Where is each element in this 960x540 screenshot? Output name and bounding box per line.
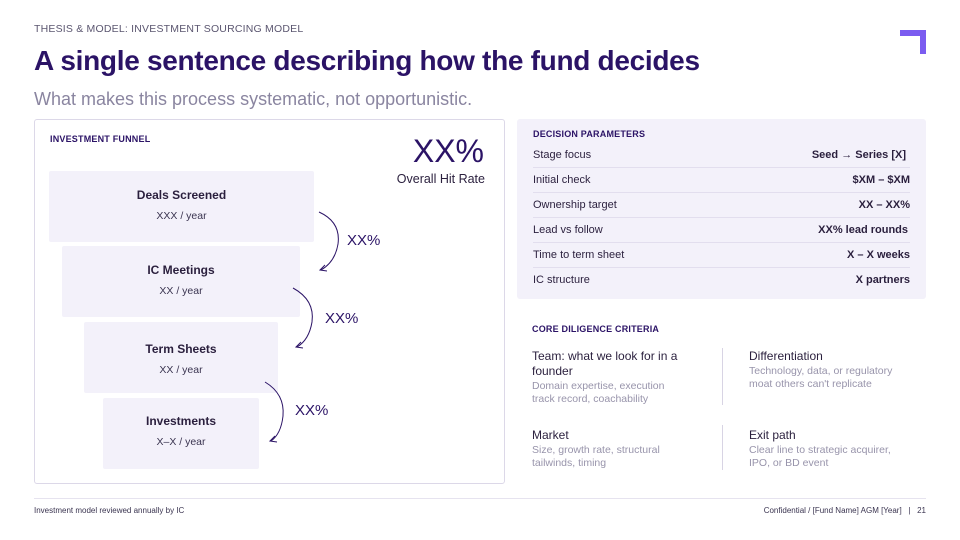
brand-logo-icon [900, 30, 926, 54]
param-key: IC structure [533, 274, 590, 286]
stage-volume: X–X / year [156, 436, 206, 448]
funnel-stage-deals-screened: Deals Screened XXX / year [49, 171, 314, 242]
param-value: $XM – $XM [852, 174, 910, 186]
investment-funnel-panel: INVESTMENT FUNNEL XX% Overall Hit Rate D… [34, 119, 505, 484]
page-title: A single sentence describing how the fun… [34, 45, 700, 76]
hit-rate-label: Overall Hit Rate [396, 172, 485, 186]
stage-title: Term Sheets [145, 342, 217, 356]
param-key: Lead vs follow [533, 224, 603, 236]
conversion-rate-1: XX% [347, 232, 381, 249]
stage-volume: XX / year [159, 285, 203, 297]
criterion-market: Market Size, growth rate, structural tai… [532, 428, 682, 470]
arrow-1-icon [318, 211, 339, 271]
stage-title: Deals Screened [136, 188, 227, 202]
footer-confidential: Confidential / [Fund Name] AGM [Year] | … [763, 506, 926, 515]
hit-rate-value: XX% [412, 133, 484, 169]
criterion-title: Team: what we look for in a founder [532, 349, 678, 378]
criterion-title: Differentiation [749, 349, 823, 363]
funnel-stage-term-sheets: Term Sheets XX / year [84, 322, 278, 393]
param-key: Ownership target [533, 199, 617, 211]
footer-note: Investment model reviewed annually by IC [34, 506, 185, 515]
funnel-stage-investments: Investments X–X / year [103, 398, 259, 469]
criterion-desc: Size, growth rate, structural tailwinds,… [532, 444, 660, 469]
criterion-title: Market [532, 428, 569, 442]
stage-title: Investments [145, 414, 217, 428]
param-row: Stage focus Seed → Series [X] [533, 143, 910, 168]
param-row: Initial check $XM – $XM [533, 168, 910, 193]
criterion-desc: Domain expertise, execution track record… [532, 380, 665, 405]
param-key: Stage focus [533, 149, 592, 161]
funnel-stage-ic-meetings: IC Meetings XX / year [62, 246, 300, 317]
arrow-2-head-icon [294, 341, 304, 349]
param-key: Time to term sheet [533, 249, 625, 261]
param-value: X partners [855, 274, 910, 286]
param-row: Time to term sheet X – X weeks [533, 243, 910, 268]
arrow-1-head-icon [318, 264, 328, 272]
stage-volume: XXX / year [156, 210, 207, 222]
decision-parameters-panel: DECISION PARAMETERS Stage focus Seed → S… [517, 119, 926, 299]
param-value: XX% lead rounds [818, 224, 908, 236]
stage-title: IC Meetings [147, 263, 215, 277]
eyebrow: THESIS & MODEL: INVESTMENT SOURCING MODE… [34, 23, 304, 35]
diligence-label: CORE DILIGENCE CRITERIA [532, 324, 660, 334]
param-key: Initial check [533, 174, 591, 186]
criteria-divider [722, 425, 723, 470]
conversion-rate-3: XX% [295, 402, 329, 419]
params-label: DECISION PARAMETERS [533, 129, 646, 139]
param-row: IC structure X partners [533, 268, 910, 293]
criterion-team: Team: what we look for in a founder Doma… [532, 349, 682, 406]
param-value: X – X weeks [847, 249, 910, 261]
criterion-desc: Technology, data, or regulatory moat oth… [749, 365, 893, 390]
param-row: Ownership target XX – XX% [533, 193, 910, 218]
conversion-rate-2: XX% [325, 310, 359, 327]
criterion-exit-path: Exit path Clear line to strategic acquir… [749, 428, 914, 470]
arrow-3-head-icon [268, 435, 278, 443]
footer-divider [34, 498, 926, 499]
criterion-desc: Clear line to strategic acquirer, IPO, o… [749, 444, 891, 469]
criterion-differentiation: Differentiation Technology, data, or reg… [749, 349, 914, 391]
param-value: XX – XX% [858, 199, 910, 211]
criteria-divider [722, 348, 723, 405]
criterion-title: Exit path [749, 428, 796, 442]
funnel-label: INVESTMENT FUNNEL [50, 134, 151, 144]
param-value: Seed → Series [X] [811, 149, 906, 161]
param-row: Lead vs follow XX% lead rounds [533, 218, 910, 243]
stage-volume: XX / year [159, 364, 203, 376]
page-subtitle: What makes this process systematic, not … [34, 89, 473, 109]
